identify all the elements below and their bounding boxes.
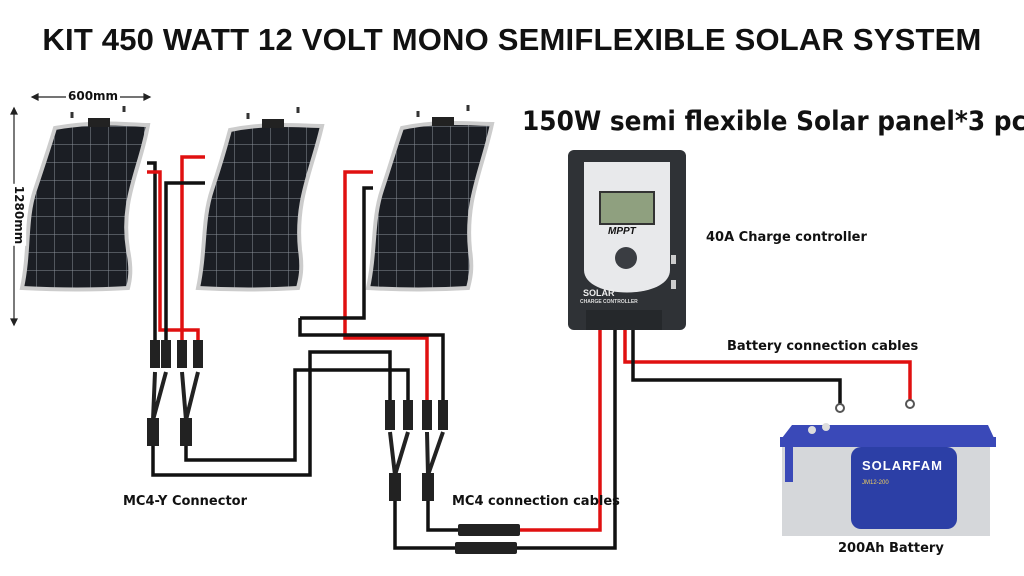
group1-negative-wire	[151, 350, 392, 477]
page-title: KIT 450 WATT 12 VOLT MONO SEMIFLEXIBLE S…	[42, 22, 982, 57]
mc4-connectors-group-1	[150, 340, 203, 368]
controller-mppt-label: MPPT	[608, 226, 636, 237]
panel2-positive-wire	[180, 155, 205, 340]
controller-lcd	[599, 191, 655, 225]
controller-brand: SOLAR	[583, 288, 615, 298]
solar-panel-2	[195, 107, 325, 292]
panel1-negative-wire	[147, 161, 157, 340]
mc4-y-connector-1	[147, 371, 200, 446]
y-connector-label: MC4-Y Connector	[123, 494, 248, 509]
width-label: 600mm	[66, 89, 121, 103]
charge-controller	[568, 150, 686, 330]
solar-panel-1	[19, 106, 151, 292]
panel3-positive-wire	[343, 170, 429, 400]
mc4-inline-connectors	[455, 524, 520, 554]
controller-knob	[615, 247, 637, 269]
battery	[780, 399, 996, 536]
mc4-connectors-group-2	[385, 400, 448, 430]
battery-model: JM12-200	[862, 480, 889, 486]
battery-label: 200Ah Battery	[838, 541, 944, 556]
controller-subbrand: CHARGE CONTROLLER	[580, 299, 638, 305]
panel3-neg-route	[298, 318, 445, 400]
panel3-negative-wire	[300, 186, 373, 320]
mc4-y-connector-2	[388, 431, 445, 501]
group1-positive-wire	[184, 368, 410, 462]
height-label: 1280mm	[12, 183, 27, 247]
mc4-positive-route	[426, 500, 470, 532]
panel-subtitle: 150W semi flexible Solar panel*3 pcs	[522, 106, 1024, 137]
battery-negative-cable	[631, 330, 842, 405]
panel1-positive-wire	[147, 170, 200, 340]
controller-label: 40A Charge controller	[706, 230, 867, 245]
mc4-cables-label: MC4 connection cables	[452, 494, 620, 509]
battery-positive-cable	[623, 330, 912, 400]
battery-cables-label: Battery connection cables	[727, 339, 919, 354]
battery-brand: SOLARFAM	[862, 458, 943, 473]
panel2-negative-wire	[164, 181, 205, 340]
solar-panel-3	[365, 105, 495, 292]
